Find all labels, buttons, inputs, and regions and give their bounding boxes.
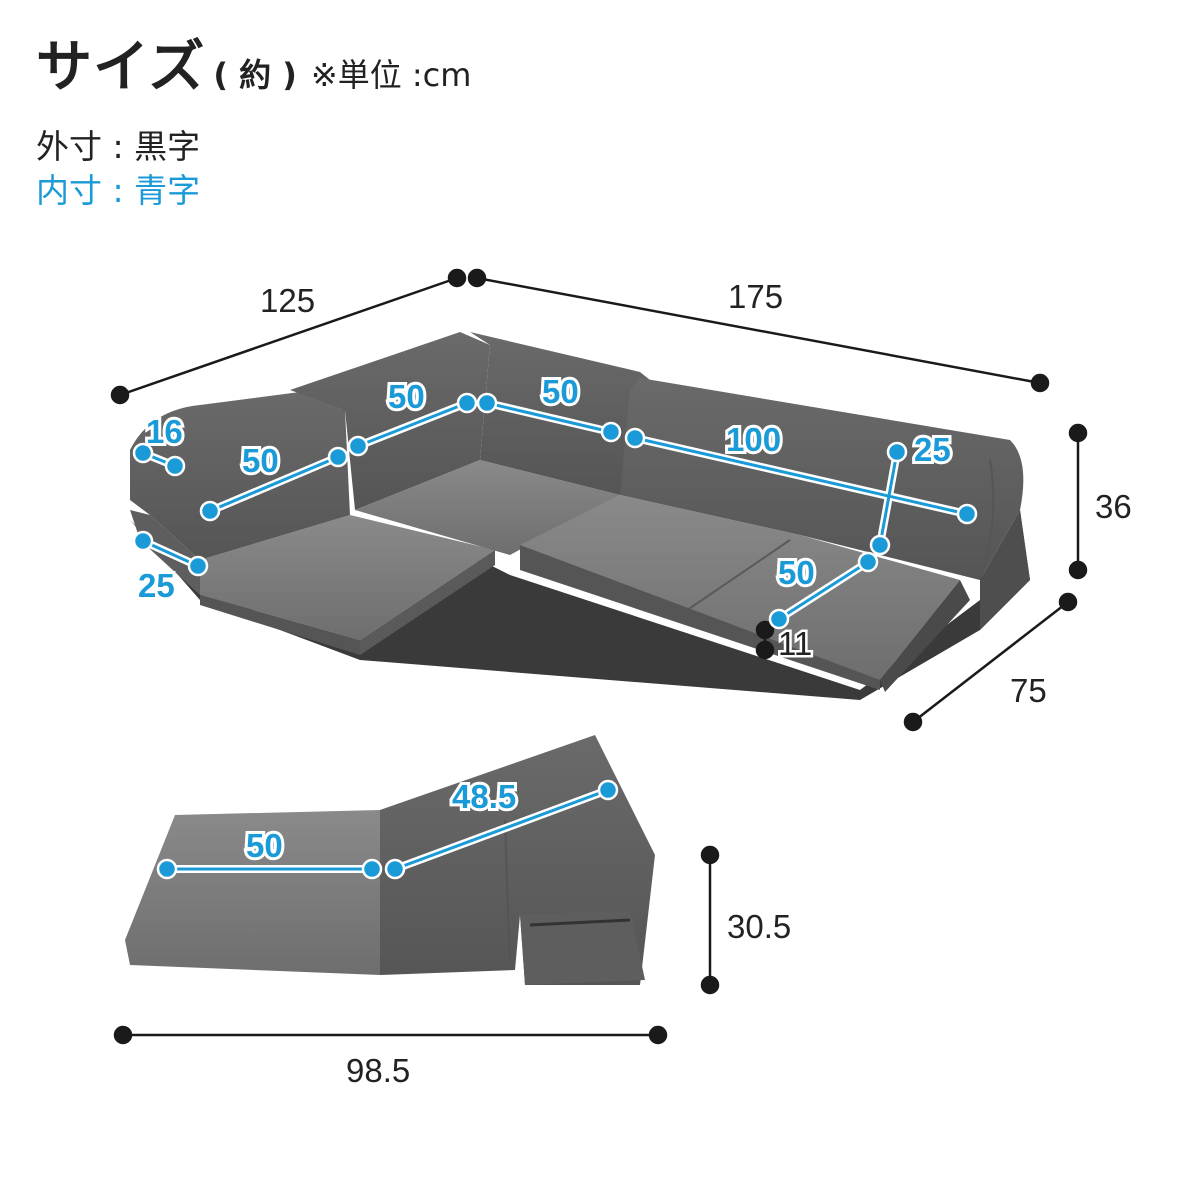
l-shaped-sofa	[130, 332, 1030, 700]
dim-label-chair-seat: 50	[246, 827, 283, 864]
corner-backrest-left	[290, 332, 490, 510]
dim-label-right-arm-top: 25	[914, 431, 951, 468]
dim-point	[755, 620, 775, 640]
inner-dimension-points	[132, 392, 978, 880]
legend-outer: 外寸 : 黒字	[36, 127, 201, 166]
dim-point	[1068, 560, 1088, 580]
dim-label-right-width: 175	[728, 278, 783, 315]
dim-label-right-backrest: 100	[726, 421, 781, 458]
chair-seat	[125, 810, 380, 975]
dim-label-chair-height: 30.5	[727, 908, 791, 945]
floor-chair	[125, 735, 655, 985]
dim-point	[648, 1025, 668, 1045]
dim-label-arm-depth: 25	[138, 567, 175, 604]
chair-back-support	[520, 910, 645, 985]
dim-label-left-backrest: 50	[242, 442, 279, 479]
left-backrest	[130, 392, 350, 560]
dim-point	[467, 268, 487, 288]
dim-label-corner-left-backrest: 50	[388, 378, 425, 415]
dim-point	[113, 1025, 133, 1045]
dim-point	[755, 640, 775, 660]
dim-label-arm-width: 16	[146, 413, 183, 450]
dim-point	[1030, 373, 1050, 393]
legend-inner: 内寸 : 青字	[36, 171, 201, 210]
left-seat-cushion	[200, 515, 495, 640]
dim-label-corner-right-backrest: 50	[542, 373, 579, 410]
dim-label-chair-length: 98.5	[346, 1052, 410, 1089]
dim-label-seat-thickness: 11	[778, 625, 812, 662]
dim-point	[1058, 592, 1078, 612]
outer-dimension-lines	[110, 268, 1088, 1045]
dim-point	[700, 845, 720, 865]
dim-label-left-depth: 125	[260, 282, 315, 319]
right-seat-cushion	[520, 495, 960, 680]
dim-label-seat-depth: 75	[1010, 672, 1047, 709]
corner-seat-cushion	[355, 460, 620, 555]
title-approx: ( 約 )	[213, 56, 297, 94]
dim-label-chair-backrest: 48.5	[452, 778, 516, 815]
dim-point	[903, 712, 923, 732]
corner-backrest-right	[470, 332, 650, 495]
dim-point	[110, 385, 130, 405]
dim-point	[447, 268, 467, 288]
unit-note: ※単位 :cm	[310, 56, 472, 94]
page-title: サイズ( 約 ) ※単位 :cm	[36, 22, 472, 100]
title-text: サイズ	[36, 35, 206, 100]
dim-point	[700, 975, 720, 995]
dim-label-sofa-height: 36	[1095, 488, 1132, 525]
dim-label-right-seat: 50	[778, 554, 815, 591]
dim-point	[1068, 423, 1088, 443]
